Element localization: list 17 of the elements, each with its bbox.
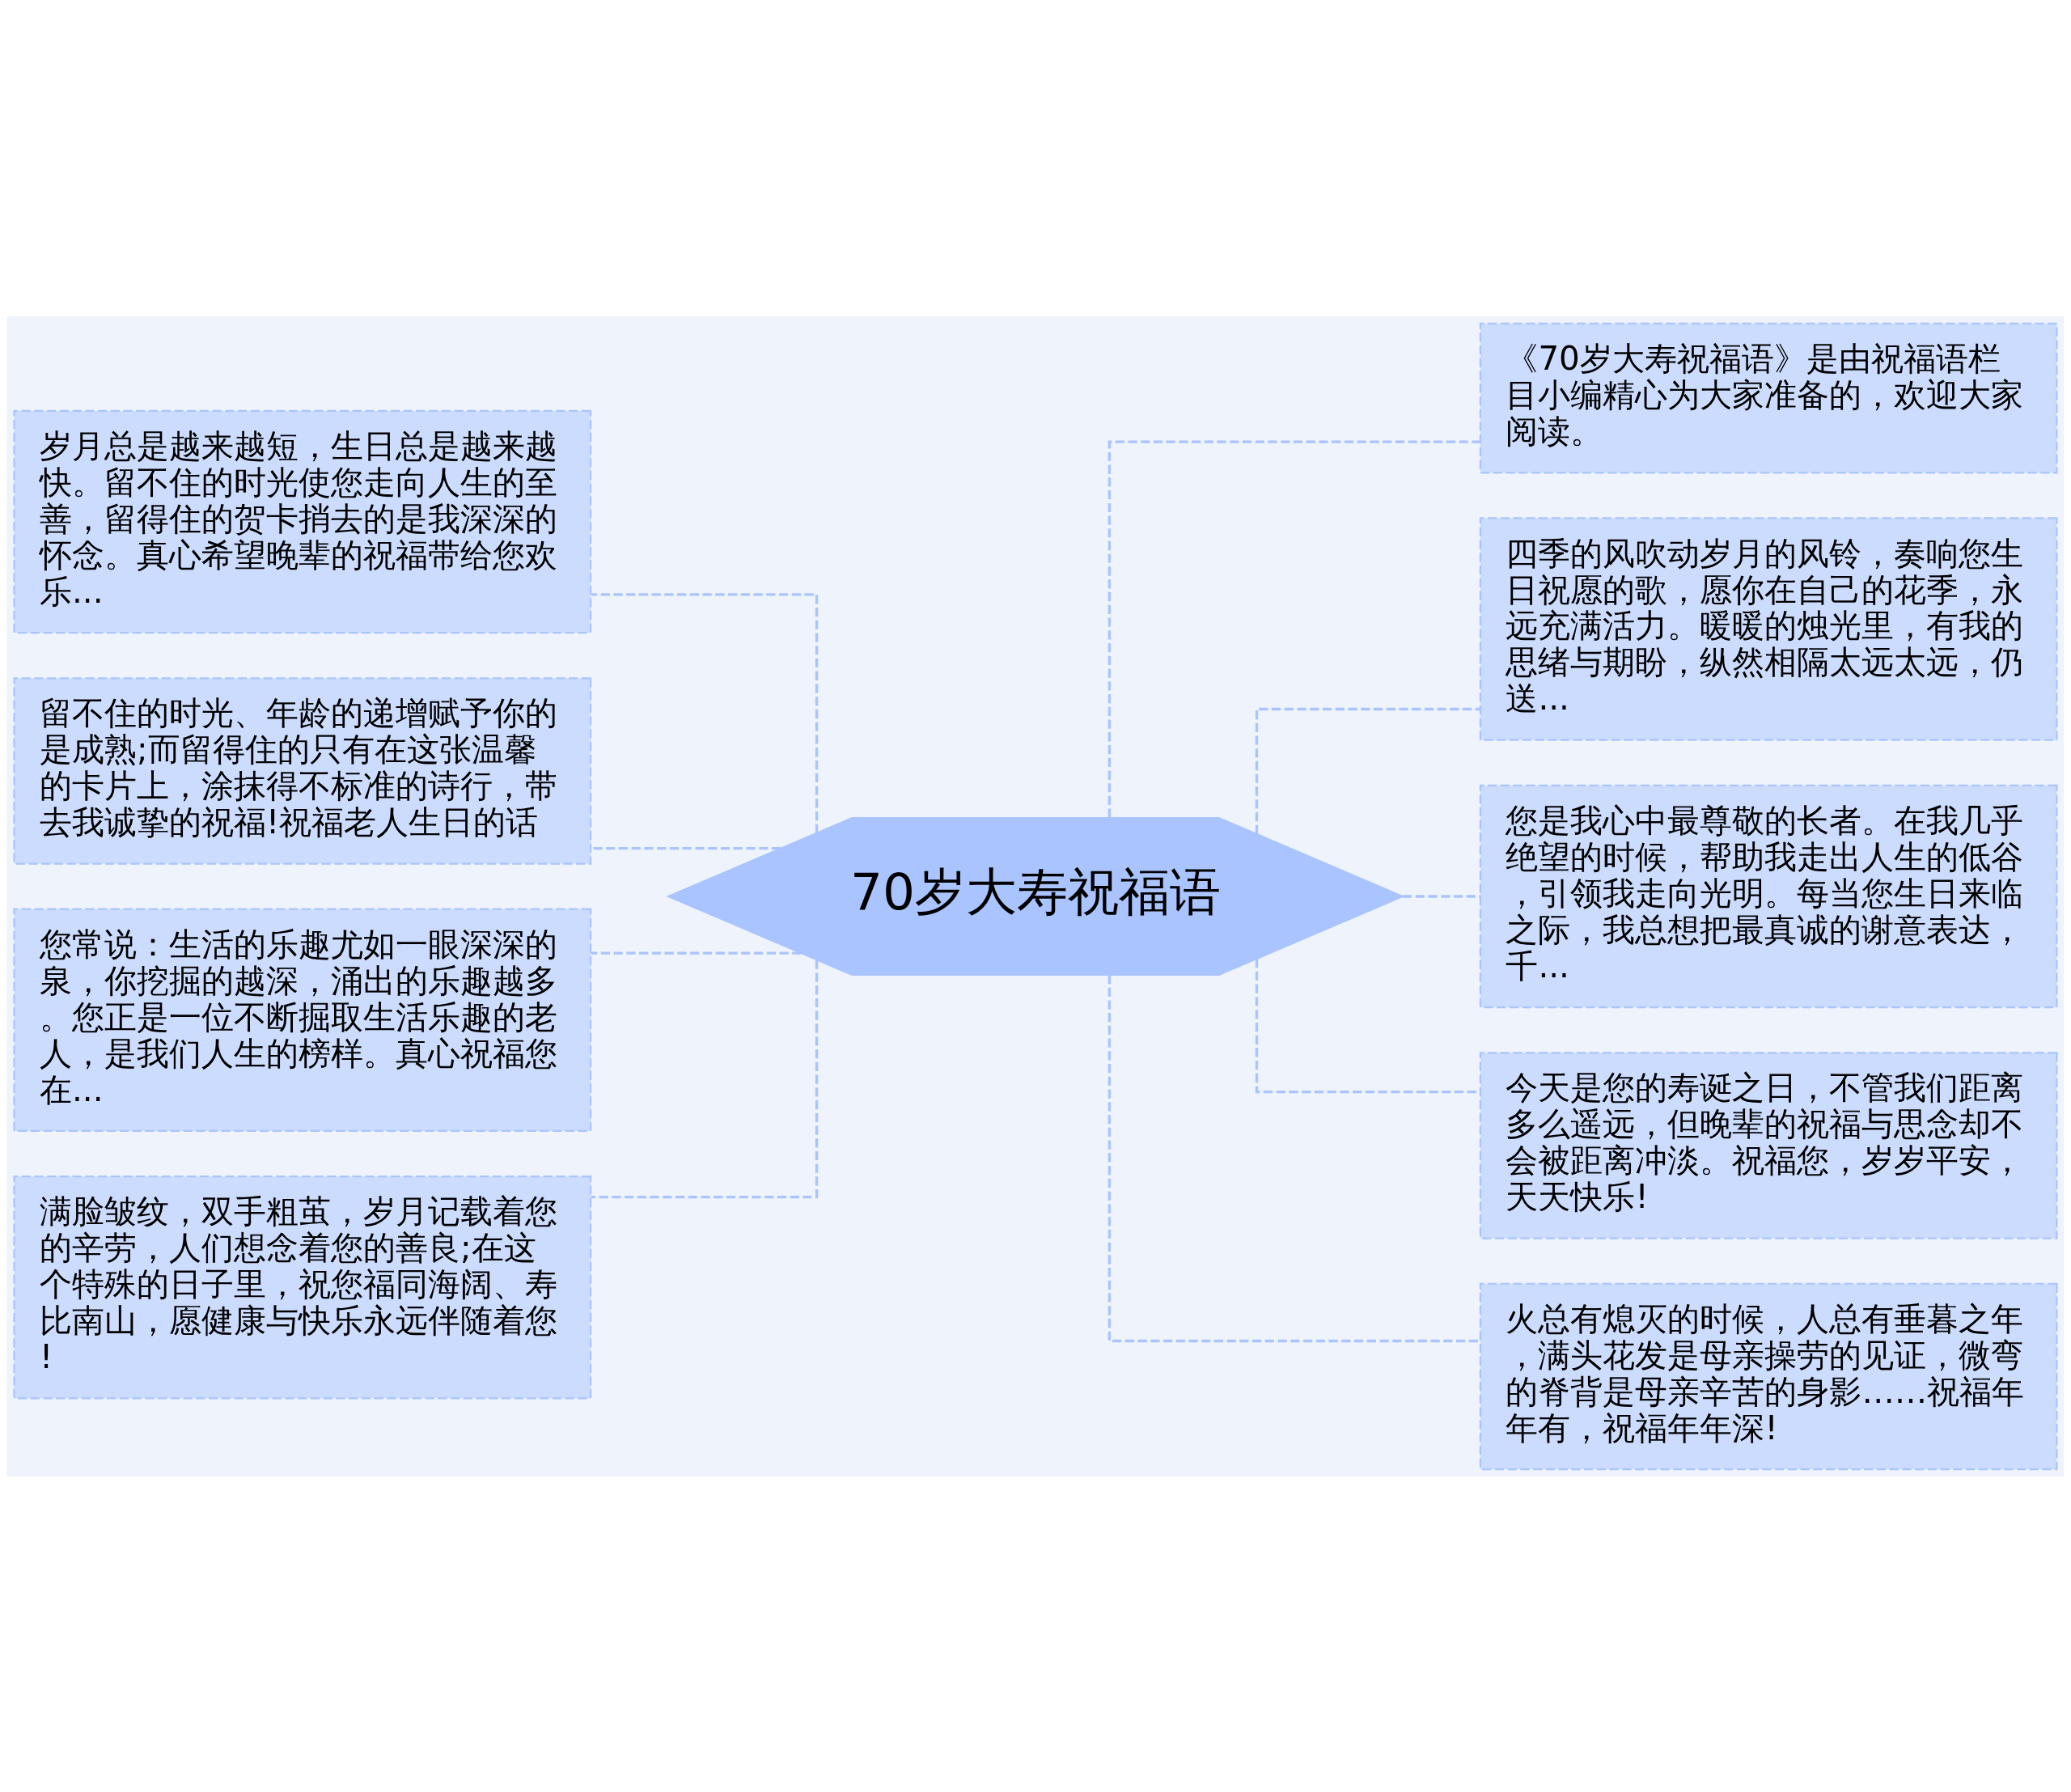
- node-box: 您是我心中最尊敬的长者。在我几乎绝望的时候，帮助我走出人生的低谷，引领我走向光明。每当您生日来临之际，我总想把最真诚的谢意表达，千...: [1479, 784, 2058, 1008]
- connector: [1402, 894, 1480, 898]
- connector: [591, 951, 802, 955]
- node-box: 四季的风吹动岁月的风铃，奏响您生日祝愿的歌，愿你在自己的花季，永远充满活力。暖暖的烛光里，有我的思绪与期盼，纵然相隔太远太远，仍送...: [1479, 516, 2058, 741]
- connector: [1107, 974, 1480, 1342]
- node-box: 您常说：生活的乐趣尤如一眼深深的泉，你挖掘的越深，涌出的乐趣越多。您正是一位不断掘取生活乐趣的老人，是我们人生的榜样。真心祝福您在...: [13, 908, 592, 1132]
- node-box: 《70岁大寿祝福语》是由祝福语栏目小编精心为大家准备的，欢迎大家阅读。: [1479, 322, 2058, 473]
- connector: [1255, 707, 1480, 834]
- connector: [591, 846, 781, 849]
- connector: [591, 592, 819, 833]
- node-box: 留不住的时光、年龄的递增赋予你的是成熟;而留得住的只有在这张温馨的卡片上，涂抹得不标准的诗行，带去我诚挚的祝福!祝福老人生日的话: [13, 676, 592, 865]
- connector: [1107, 439, 1480, 818]
- node-box: 岁月总是越来越短，生日总是越来越快。留不住的时光使您走向人生的至善，留得住的贺卡捎去的是我深深的怀念。真心希望晚辈的祝福带给您欢乐...: [13, 409, 592, 633]
- connector: [591, 960, 819, 1198]
- node-box: 火总有熄灭的时候，人总有垂暮之年，满头花发是母亲操劳的见证，微弯的脊背是母亲辛苦的身影……祝福年年有，祝福年年深!: [1479, 1282, 2058, 1470]
- node-box: 满脸皱纹，双手粗茧，岁月记载着您的辛劳，人们想念着您的善良;在这个特殊的日子里，祝您福同海阔、寿比南山，愿健康与快乐永远伴随着您!: [13, 1175, 592, 1399]
- node-box: 今天是您的寿诞之日，不管我们距离多么遥远，但晚辈的祝福与思念却不会被距离冲淡。祝福您，岁岁平安，天天快乐!: [1479, 1051, 2058, 1239]
